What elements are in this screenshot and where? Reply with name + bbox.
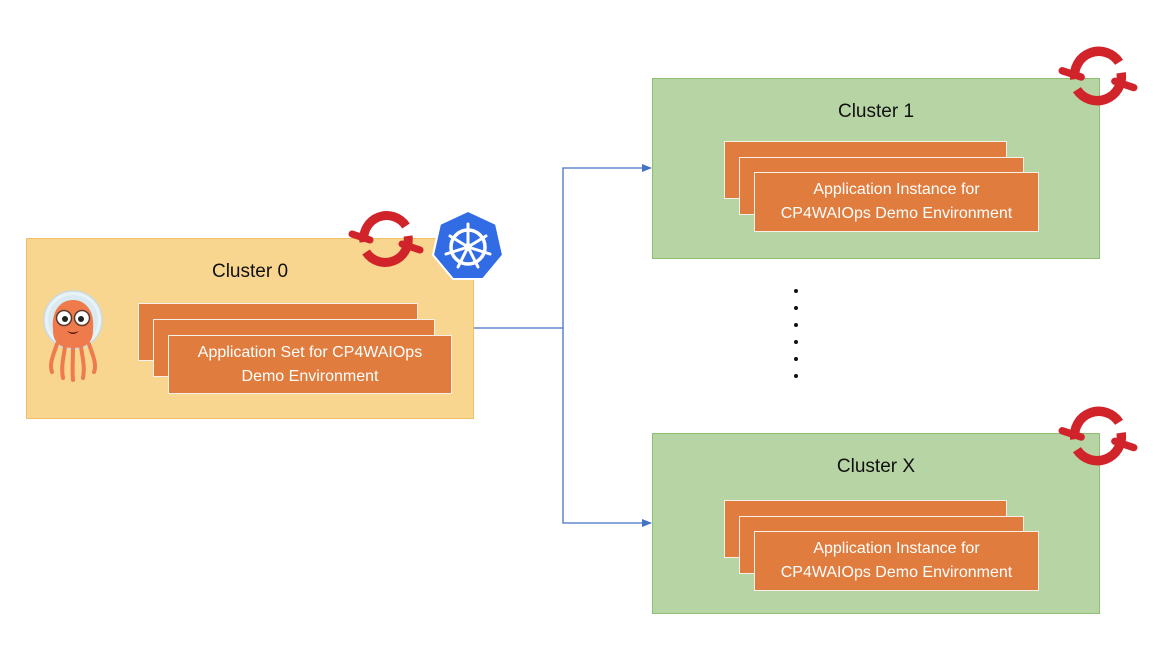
ellipsis-dot	[794, 374, 798, 378]
app-instance-1-card-line-1: Application Instance for	[813, 181, 980, 198]
argo-mascot-icon	[43, 290, 103, 382]
openshift-icon	[348, 211, 424, 267]
app-instance-x-card-line-1: Application Instance for	[813, 540, 980, 557]
openshift-icon	[1058, 406, 1138, 466]
cluster-1-title: Cluster 1	[837, 101, 915, 122]
cluster-0-box: Cluster 0 Application Set for CP4WAIOps …	[26, 238, 474, 419]
openshift-icon	[1058, 46, 1138, 106]
app-instance-1-card: Application Instance for CP4WAIOps Demo …	[754, 172, 1039, 232]
app-instance-x-card: Application Instance for CP4WAIOps Demo …	[754, 531, 1039, 591]
cluster-x-title: Cluster X	[836, 456, 916, 477]
ellipsis-dot	[794, 323, 798, 327]
app-instance-1-card-line-2: CP4WAIOps Demo Environment	[780, 205, 1013, 222]
kubernetes-icon	[431, 209, 505, 280]
connector-to-cluster-1	[562, 164, 652, 328]
connector-to-cluster-x	[562, 328, 652, 527]
ellipsis-dot	[794, 306, 798, 310]
app-set-card-line-1: Application Set for CP4WAIOps	[197, 343, 423, 361]
cluster-x-box: Cluster X Application Instance for CP4WA…	[652, 433, 1100, 614]
app-instance-x-card-line-2: CP4WAIOps Demo Environment	[780, 564, 1013, 581]
app-set-card: Application Set for CP4WAIOps Demo Envir…	[168, 335, 452, 394]
app-set-card-line-2: Demo Environment	[241, 367, 379, 385]
ellipsis-dot	[794, 340, 798, 344]
ellipsis-dot	[794, 289, 798, 293]
cluster-0-title: Cluster 0	[211, 261, 289, 282]
ellipsis-dot	[794, 357, 798, 361]
cluster-1-box: Cluster 1 Application Instance for CP4WA…	[652, 78, 1100, 259]
